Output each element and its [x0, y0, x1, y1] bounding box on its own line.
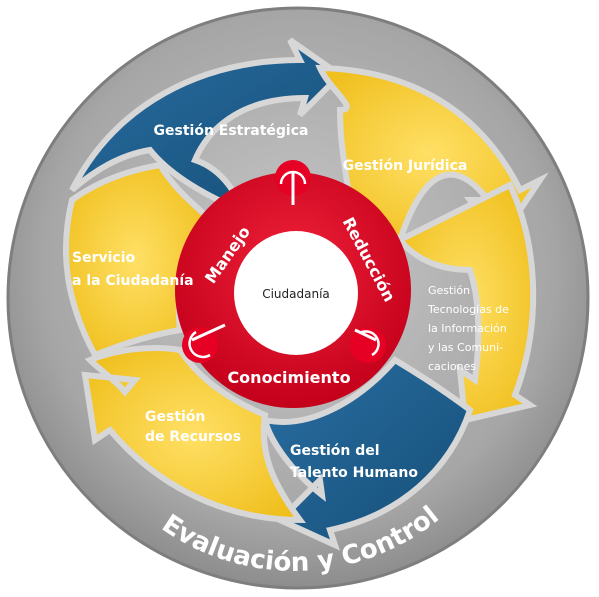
- segment-label-tic-4: y las Comuni-: [428, 341, 503, 354]
- segment-label-recursos-2: de Recursos: [145, 429, 241, 445]
- puzzle-seam-left: [191, 323, 226, 342]
- segment-talento: [260, 356, 474, 551]
- center-circle: [234, 231, 358, 355]
- segment-label-tic-5: caciones: [428, 360, 476, 373]
- center-label: Ciudadanía: [262, 287, 330, 301]
- segment-label-ciudadania-1: Servicio: [72, 250, 136, 266]
- segment-tic: [395, 180, 538, 424]
- segment-label-tic-2: Tecnologías de: [427, 303, 509, 316]
- segment-recursos: [81, 345, 307, 524]
- segment-estrategica: [69, 37, 345, 215]
- puzzle-seam-right: [354, 328, 377, 342]
- segment-label-recursos-1: Gestión: [145, 409, 205, 425]
- puzzle-curve-left: [188, 330, 211, 359]
- segment-label-juridica: Gestión Jurídica: [343, 158, 468, 174]
- segment-label-talento-2: Talento Humano: [290, 465, 418, 481]
- segment-label-ciudadania-2: a la Ciudadanía: [72, 273, 194, 289]
- puzzle-curve-top: [279, 170, 307, 185]
- segment-label-tic-1: Gestión: [428, 284, 470, 297]
- segment-label-estrategica: Gestión Estratégica: [154, 123, 309, 139]
- puzzle-curve-right: [359, 330, 380, 357]
- segment-label-talento-1: Gestión del: [290, 443, 380, 459]
- ring-label-conocimiento: Conocimiento: [227, 368, 350, 387]
- segment-juridica: [315, 64, 549, 246]
- outer-ring-border: [6, 6, 590, 590]
- segment-label-tic-3: la Información: [428, 322, 507, 335]
